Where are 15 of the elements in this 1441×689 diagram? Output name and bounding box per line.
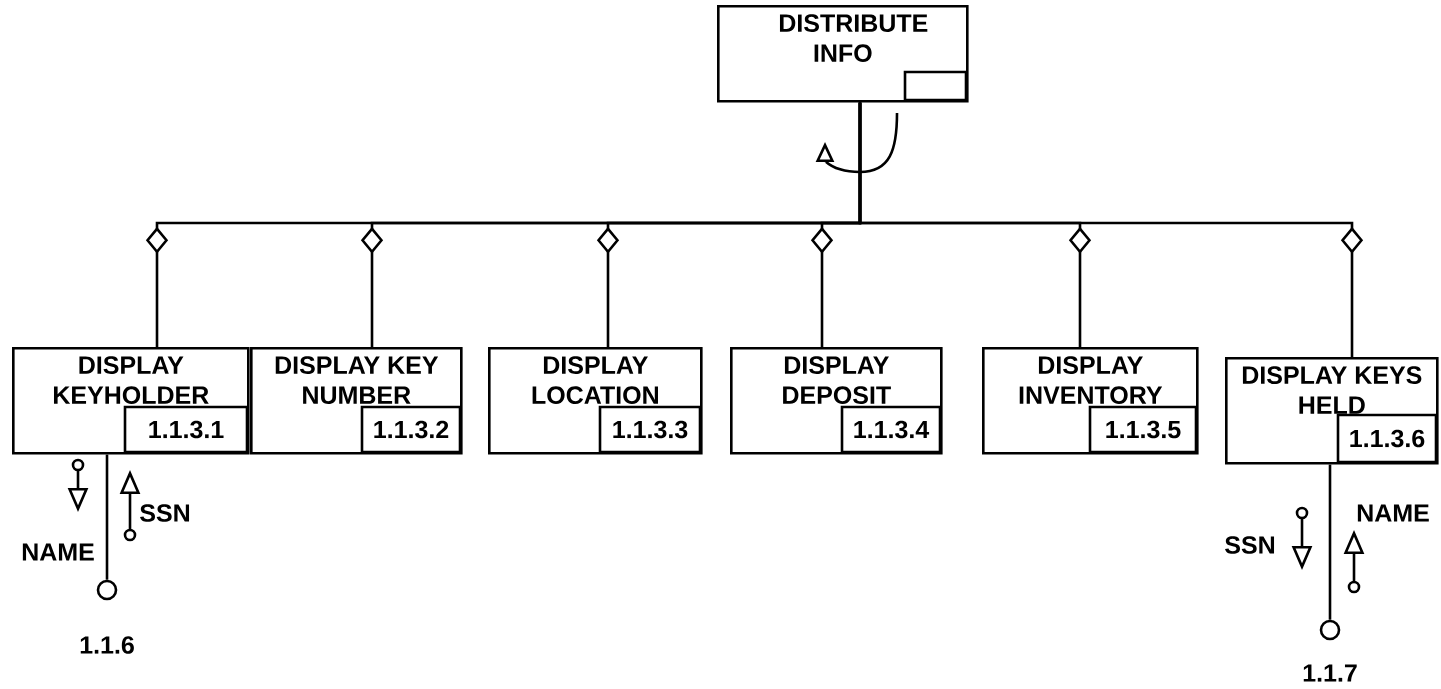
module-box: DISPLAY DEPOSIT 1.1.3.4: [730, 347, 943, 455]
connector-line: [1328, 464, 1332, 620]
module-box: DISPLAY KEY NUMBER 1.1.3.2: [250, 347, 463, 455]
connector-label: 1.1.7: [1303, 664, 1357, 682]
module-box: DISPLAY KEYHOLDER 1.1.3.1: [12, 347, 250, 455]
module-box: DISTRIBUTE INFO: [717, 5, 969, 103]
couple-label: SSN: [140, 504, 190, 522]
module-box: DISPLAY KEYS HELD 1.1.3.6: [1225, 357, 1439, 465]
module-box: DISPLAY INVENTORY 1.1.3.5: [982, 347, 1199, 455]
connector-line: [105, 454, 109, 580]
module-box: DISPLAY LOCATION 1.1.3.3: [488, 347, 703, 455]
couple-label: SSN: [1225, 536, 1275, 554]
connector-label: 1.1.6: [80, 636, 134, 654]
couple-label: NAME: [1357, 504, 1429, 522]
couple-label: NAME: [22, 543, 94, 561]
